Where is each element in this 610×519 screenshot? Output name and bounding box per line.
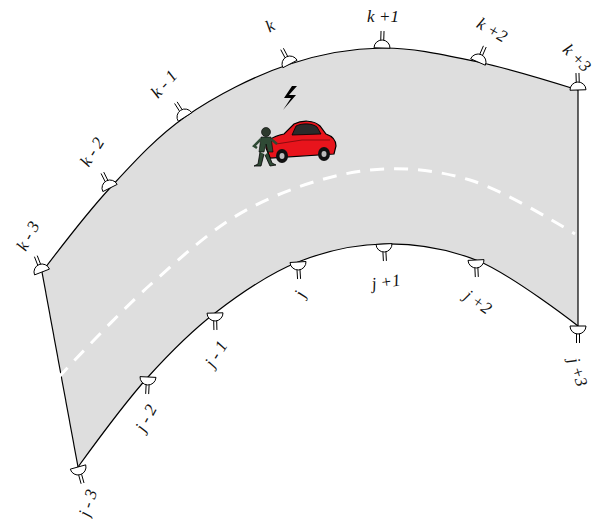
lamp-label: j - 3	[76, 487, 101, 518]
lamp-label: j - 2	[132, 402, 160, 434]
street-lamp	[70, 465, 86, 484]
lamp-label: j - 1	[202, 338, 231, 370]
lamp-label: j +3	[565, 356, 590, 389]
street-lamp	[101, 172, 117, 191]
street-lamp	[175, 102, 192, 121]
lane-divider	[58, 169, 575, 378]
lamp-label: k	[262, 17, 277, 35]
street-lamp	[140, 377, 156, 394]
street-lamp	[34, 256, 49, 275]
lamp-label: j +2	[461, 287, 494, 318]
pedestrian	[254, 128, 277, 167]
street-lamp	[570, 73, 586, 90]
lamp-label: k - 1	[148, 67, 181, 101]
street-lamp	[207, 313, 223, 330]
street-lamp	[570, 326, 586, 343]
lamp-label: k - 2	[77, 135, 107, 170]
road-end	[42, 272, 78, 467]
lamp-label: j	[291, 289, 309, 300]
lamp-label: k +3	[560, 41, 594, 75]
street-lamp	[281, 48, 297, 67]
street-lamp	[290, 262, 306, 280]
street-lamp	[374, 31, 390, 48]
lamp-label: j +1	[370, 272, 401, 293]
road-edge	[78, 244, 578, 467]
road-end	[577, 90, 578, 326]
street-lamp	[468, 260, 484, 277]
impact-bolt	[283, 86, 297, 110]
street-lamp	[471, 46, 487, 65]
lamp-label: k +2	[474, 15, 510, 46]
lamp-label: k - 3	[13, 219, 42, 254]
road-surface	[42, 48, 578, 467]
street-lamp	[376, 244, 392, 261]
lamp-label: k +1	[367, 8, 399, 25]
road-edge	[42, 48, 578, 272]
